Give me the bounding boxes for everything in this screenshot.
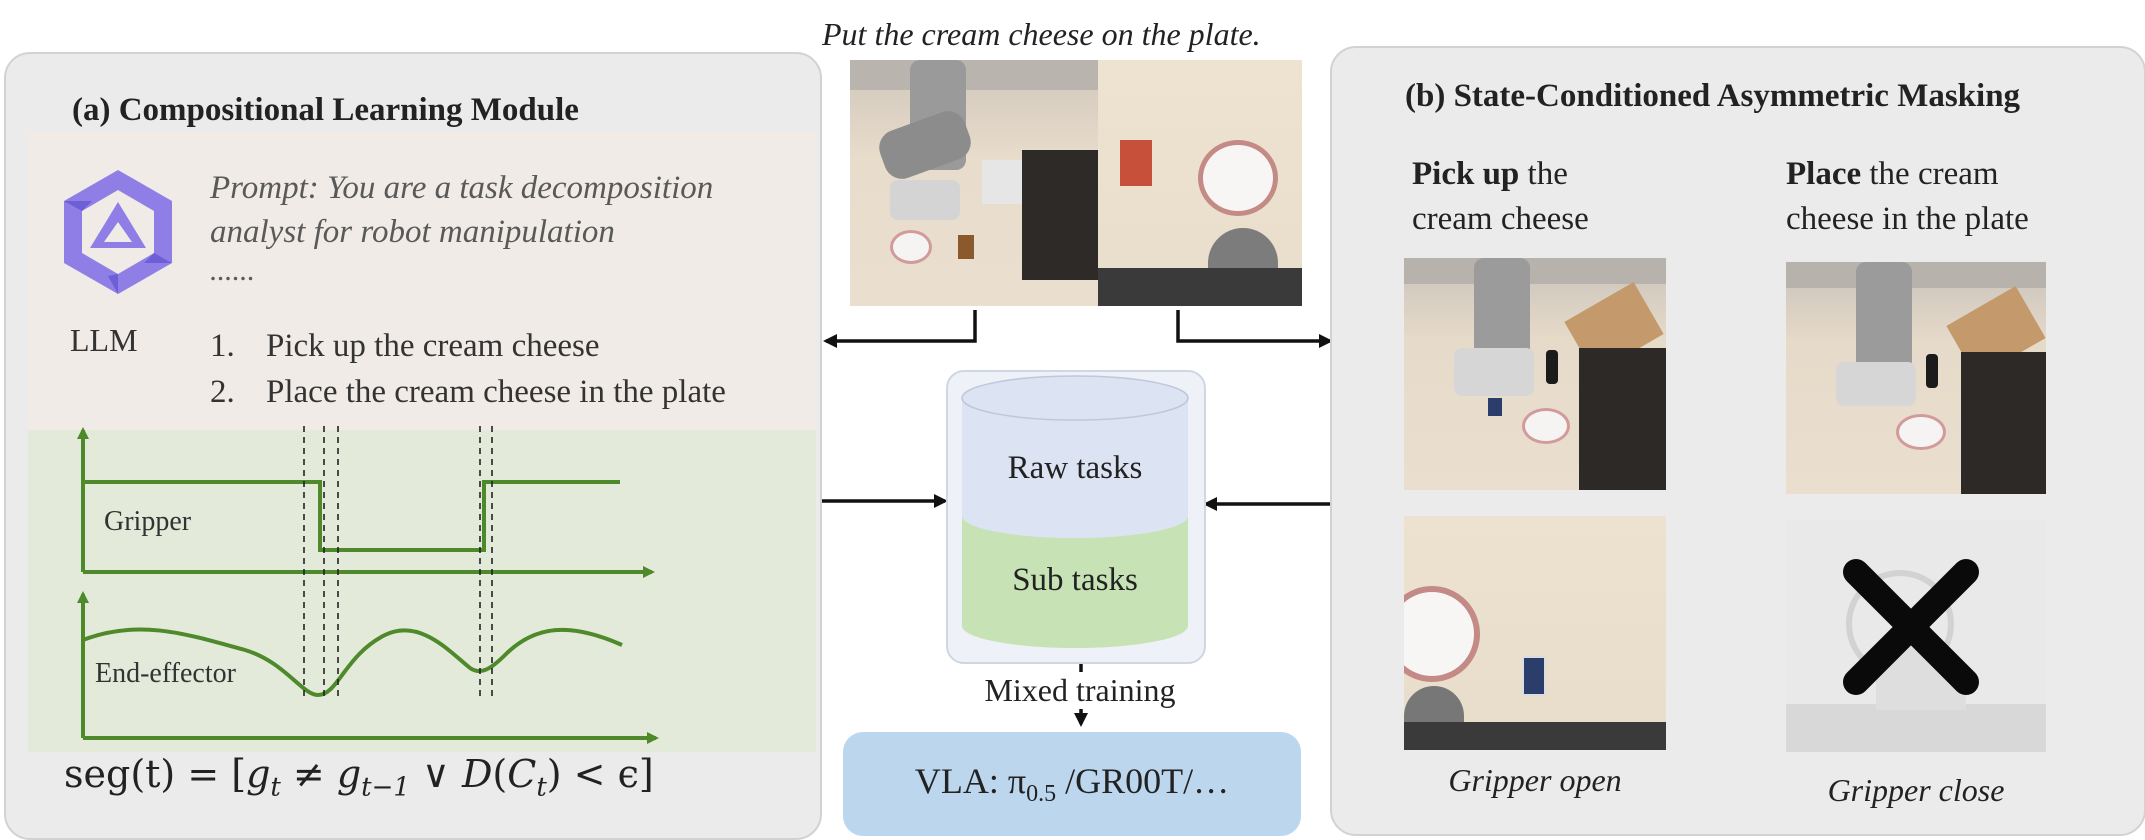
panel-b-title: (b) State-Conditioned Asymmetric Masking [1405,78,2021,114]
vla-prefix: VLA: π [914,761,1027,801]
pick-up-scene-image [1404,258,1666,490]
formula-seg: seg(t) = [ [64,752,247,796]
task-instruction: Put the cream cheese on the plate. [822,16,1261,52]
pick-up-heading: Pick up the cream cheese [1412,152,1589,242]
vla-subscript: 0.5 [1026,781,1057,808]
place-rest: the cream [1861,156,1999,192]
formula-neq: ≠ [280,752,337,796]
subtask-item: 1. Pick up the cream cheese [210,328,726,374]
prompt-line-1: Prompt: You are a task decomposition [210,170,714,206]
wrist-scene-image [1098,60,1302,306]
gripper-endeffector-plot [77,426,659,744]
prompt-ellipsis: ...... [210,254,255,287]
formula-d: D [461,752,493,796]
arrow-to-panel-b [1176,310,1333,348]
formula-sub: t [536,772,547,803]
pick-up-bold: Pick up [1412,156,1520,192]
pick-up-line2: cream cheese [1412,201,1589,237]
subtask-list: 1. Pick up the cream cheese 2. Place the c… [210,328,726,420]
panel-a-title: (a) Compositional Learning Module [72,92,579,128]
raw-tasks-label: Raw tasks [1007,450,1143,486]
formula-or: ∨ [409,752,462,796]
gripper-label: Gripper [104,506,192,537]
formula-open: ( [492,752,508,796]
place-heading: Place the cream cheese in the plate [1786,152,2029,242]
end-effector-label: End-effector [95,658,236,689]
mixed-training-label: Mixed training [960,672,1200,709]
llm-prompt-box [28,132,816,430]
subtask-item: 2. Place the cream cheese in the plate [210,374,726,420]
pick-up-wrist-image [1404,516,1666,750]
llm-icon [64,170,172,294]
place-bold: Place [1786,156,1862,192]
llm-label: LLM [70,322,138,358]
gripper-open-caption: Gripper open [1448,762,1622,798]
end-effector-signal [82,627,623,698]
gripper-close-caption: Gripper close [1827,772,2005,808]
place-scene-image [1786,262,2046,494]
segmentation-formula: seg(t) = [gt ≠ gt−1 ∨ D(Ct) < ϵ] [64,752,654,803]
prompt-line-2: analyst for robot manipulation [210,214,615,250]
task-database-cylinder [961,375,1189,648]
subtask-text: Place the cream cheese in the plate [266,374,726,410]
gripper-signal [83,480,620,552]
masked-x-icon [1843,559,1979,695]
formula-sub: t−1 [361,772,410,803]
subtask-text: Pick up the cream cheese [266,328,600,364]
subtask-number: 2. [210,374,235,410]
vla-model-label: VLA: π0.5 /GR00T/… [843,760,1301,808]
vla-model-box [843,732,1301,836]
subtask-number: 1. [210,328,235,364]
vla-rest: /GR00T/… [1056,761,1230,801]
formula-close: ) < ϵ] [546,752,654,796]
pick-up-rest: the [1519,156,1568,192]
arrow-to-panel-a [823,310,977,348]
formula-g: g [336,752,362,796]
robot-scene-image [850,60,1098,306]
formula-sub: t [270,772,281,803]
place-line2: cheese in the plate [1786,201,2029,237]
sub-tasks-label: Sub tasks [1012,562,1138,598]
formula-g: g [246,752,271,796]
formula-c: C [507,752,537,796]
